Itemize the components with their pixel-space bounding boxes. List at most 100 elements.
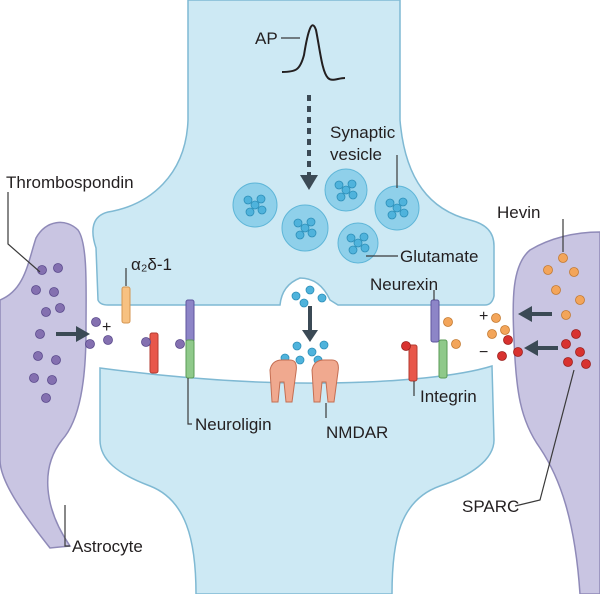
alpha2delta1-label: α₂δ-1 [131, 255, 172, 274]
vesicle-glutamate [243, 179, 409, 255]
glutamate-molecule [307, 347, 317, 357]
hevin-molecule [491, 313, 501, 323]
glutamate-molecule [387, 210, 397, 220]
alpha2delta1-protein [121, 286, 131, 324]
sparc-molecule [561, 339, 571, 349]
glutamate-molecule [399, 208, 409, 218]
hevin-molecule [443, 317, 453, 327]
glutamate-molecule [336, 192, 346, 202]
thrombospondin-leader [7, 192, 41, 273]
hevin-molecule [561, 310, 571, 320]
thrombospondin-molecule [33, 351, 43, 361]
sparc-molecule [513, 347, 523, 357]
left-neurexin-protein [185, 299, 195, 343]
nmdar-receptors [269, 359, 339, 403]
thrombospondin-molecule [55, 303, 65, 313]
thrombospondin-molecule [35, 329, 45, 339]
sparc-label: SPARC [462, 497, 519, 516]
sparc-minus: − [479, 344, 488, 361]
thrombospondin-plus: + [102, 319, 111, 336]
thrombospondin-molecule [103, 335, 113, 345]
glutamate-molecule [398, 197, 408, 207]
glutamate-label: Glutamate [400, 247, 478, 266]
astrocyte-label: Astrocyte [72, 537, 143, 556]
thrombospondin-molecule [41, 393, 51, 403]
glutamate-molecule [341, 185, 351, 195]
glutamate-molecule [385, 198, 395, 208]
sparc-molecule [571, 329, 581, 339]
glutamate-molecule [348, 245, 358, 255]
synaptic-vesicle-label-2: vesicle [330, 145, 382, 164]
release-arrowhead [302, 330, 318, 342]
glutamate-molecule [346, 233, 356, 243]
right-astrocyte [512, 231, 600, 594]
sparc-molecule [503, 335, 513, 345]
glutamate-molecule [317, 293, 327, 303]
glutamate-molecule [291, 291, 301, 301]
nmdar-receptor [311, 359, 339, 403]
hevin-molecule [543, 265, 553, 275]
hevin-molecule [500, 325, 510, 335]
integrin-label: Integrin [420, 387, 477, 406]
hevin-molecule [558, 253, 568, 263]
hevin-molecule [575, 295, 585, 305]
action-potential-trace [281, 24, 346, 81]
thrombospondin-molecule [41, 307, 51, 317]
sparc-molecule [575, 347, 585, 357]
glutamate-molecule [306, 217, 316, 227]
glutamate-molecule [348, 190, 358, 200]
thrombospondin-molecules [29, 263, 185, 403]
glutamate-molecule [353, 238, 363, 248]
sparc-molecule [581, 359, 591, 369]
right-neurexin-protein [430, 299, 440, 343]
glutamate-molecule [299, 298, 309, 308]
glutamate-molecule [293, 218, 303, 228]
glutamate-molecule [305, 285, 315, 295]
glutamate-molecule [392, 203, 402, 213]
hevin-molecule [487, 329, 497, 339]
hevin-molecule [451, 339, 461, 349]
ap-label: AP [255, 29, 278, 48]
hevin-molecule [569, 267, 579, 277]
glutamate-molecule [360, 243, 370, 253]
hevin-plus: + [479, 308, 488, 325]
nmdar-receptor [269, 359, 297, 403]
glutamate-molecule [319, 340, 329, 350]
sparc-molecules [401, 329, 591, 369]
neuroligin-label: Neuroligin [195, 415, 272, 434]
glutamate-molecule [334, 180, 344, 190]
nmdar-label: NMDAR [326, 423, 388, 442]
sparc-molecule [401, 341, 411, 351]
released-glutamate [280, 285, 329, 365]
thrombospondin-molecule [141, 337, 151, 347]
glutamate-molecule [292, 341, 302, 351]
thrombospondin-molecule [47, 375, 57, 385]
thrombospondin-molecule [51, 355, 61, 365]
glutamate-molecule [245, 207, 255, 217]
downward-arrowhead [300, 175, 318, 190]
neuroligin-leader [187, 378, 192, 425]
hevin-arrowhead [518, 306, 532, 322]
hevin-molecules [443, 253, 585, 349]
sparc-molecule [497, 351, 507, 361]
hevin-label: Hevin [497, 203, 540, 222]
glutamate-molecule [243, 195, 253, 205]
thrombospondin-molecule [53, 263, 63, 273]
sparc-leader [514, 369, 575, 507]
glutamate-molecule [347, 179, 357, 189]
left-neuroligin-protein [185, 339, 195, 379]
left-astrocyte [0, 221, 87, 549]
hevin-molecule [551, 285, 561, 295]
thrombospondin-label: Thrombospondin [6, 173, 134, 192]
neurexin-label: Neurexin [370, 275, 438, 294]
right-integrin-protein [408, 344, 418, 382]
thrombospondin-molecule [85, 339, 95, 349]
sparc-molecule [563, 357, 573, 367]
thrombospondin-molecule [49, 287, 59, 297]
sparc-arrowhead [524, 340, 538, 356]
thrombospondin-molecule [29, 373, 39, 383]
glutamate-molecule [295, 355, 305, 365]
thrombospondin-molecule [175, 339, 185, 349]
left-integrin-protein [149, 332, 159, 374]
